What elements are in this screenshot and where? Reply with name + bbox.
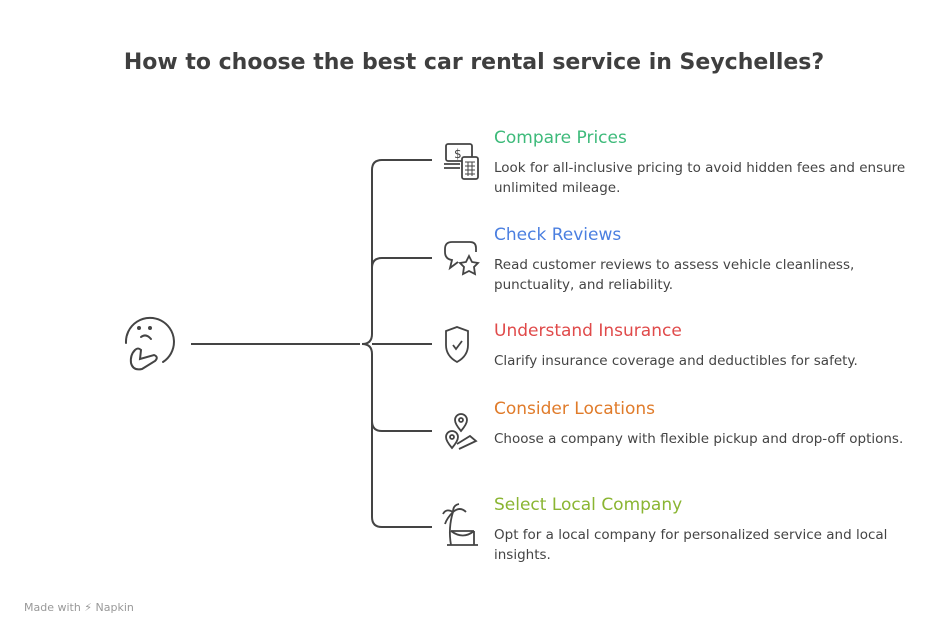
option-consider-locations: Consider Locations Choose a company with… [494, 399, 914, 449]
palm-hammock-icon [442, 503, 478, 546]
money-calculator-icon: $ [444, 143, 479, 180]
option-description: Look for all-inclusive pricing to avoid … [494, 160, 906, 196]
option-heading: Check Reviews [494, 225, 622, 245]
napkin-watermark[interactable]: Made with ⚡ Napkin [24, 601, 134, 614]
option-description: Choose a company with flexible pickup an… [494, 431, 904, 447]
shield-check-icon [445, 326, 469, 364]
option-select-local-company: Select Local Company Opt for a local com… [494, 495, 914, 565]
chat-star-icon [444, 241, 480, 276]
branch-2 [371, 257, 432, 269]
option-description: Clarify insurance coverage and deductibl… [494, 353, 858, 369]
branch-4 [371, 420, 432, 432]
option-heading: Understand Insurance [494, 321, 682, 341]
option-heading: Select Local Company [494, 495, 683, 515]
option-heading: Consider Locations [494, 399, 656, 419]
option-description: Opt for a local company for personalized… [494, 527, 888, 563]
svg-text:$: $ [454, 147, 462, 161]
page-title: How to choose the best car rental servic… [123, 50, 825, 75]
thinking-face-icon [124, 316, 175, 371]
option-heading: Compare Prices [494, 128, 627, 148]
option-understand-insurance: Understand Insurance Clarify insurance c… [494, 321, 914, 371]
map-pins-icon [445, 413, 478, 450]
bracket [361, 159, 432, 528]
option-compare-prices: Compare Prices Look for all-inclusive pr… [494, 128, 914, 198]
option-check-reviews: Check Reviews Read customer reviews to a… [494, 225, 914, 295]
option-description: Read customer reviews to assess vehicle … [494, 257, 855, 293]
